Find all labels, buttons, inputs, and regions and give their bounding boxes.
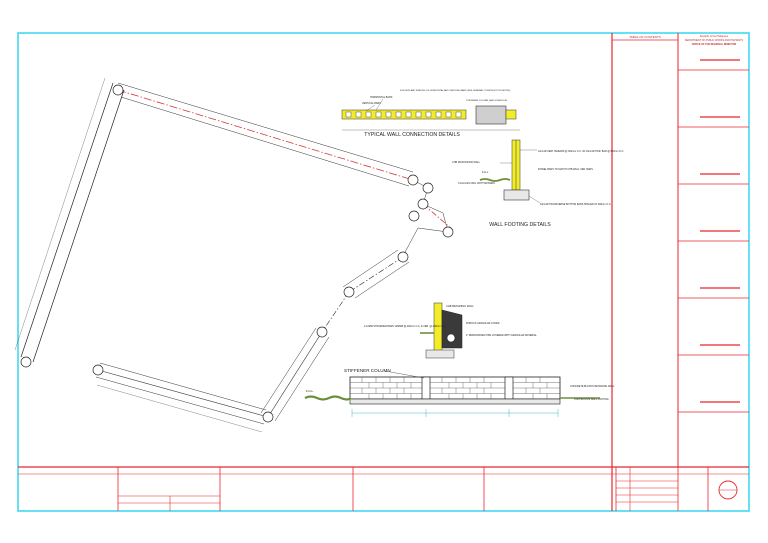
grid-bubble <box>442 226 454 238</box>
block-joints <box>361 377 548 399</box>
stiffener-column <box>421 376 431 400</box>
chb-wall-label: CHB 150X150X400 WALL <box>452 161 481 164</box>
grid-bubble <box>407 174 419 186</box>
stiffener-spec-label: 2-10MM STIFFENER BARS 12MMØ @ 400mm O.C.… <box>364 325 447 328</box>
stiffener-column-section <box>475 105 507 125</box>
grid-bubble <box>417 198 429 210</box>
wall-elevation: STIFFENER COLUMN F.G.L. CONCRETE BLOCKS … <box>304 368 615 417</box>
wall-connection-title: TYPICAL WALL CONNECTION DETAILS <box>364 132 460 138</box>
elevation-fgl-label: F.G.L. <box>306 389 314 393</box>
grid-bubble <box>408 210 420 222</box>
footing-base <box>503 189 530 201</box>
grid-bubble <box>316 326 328 338</box>
porous-cover-label: POROUS GRANULAR COVER <box>466 322 500 325</box>
stiffener-column-label: STIFFENER COLUMN (SEE SCHEDULE) <box>466 100 507 102</box>
sheet-border <box>17 32 750 512</box>
grid-bubble <box>112 84 124 96</box>
size-spacing-note: FOR SIZE AND SPACING OF HORIZONTAL AND V… <box>400 89 511 92</box>
grid-bubble <box>343 286 355 298</box>
plan-wall-outer <box>20 82 114 358</box>
agency-block: Republic of the Philippines DEPARTMENT O… <box>685 35 744 46</box>
agency-line2: DEPARTMENT OF PUBLIC WORKS AND HIGHWAYS <box>685 39 744 42</box>
grid-bubble <box>20 356 32 368</box>
agency-line1: Republic of the Philippines <box>700 35 729 38</box>
retaining-wall-section: CHB RETAINING WALL POROUS GRANULAR COVER… <box>364 302 537 359</box>
perforated-pipe-label: 4" PERFORATED PIPE COVERED WITH GRANULAR… <box>466 334 537 337</box>
horizontal-bars-label: HORIZONTAL BARS <box>370 96 393 99</box>
right-sidebar: TABLE OF CONTENTS Republic of the Philip… <box>611 33 749 511</box>
grid-bubble <box>262 411 274 423</box>
concrete-blocks-label: CONCRETE BLOCKS RETAINING WALL <box>570 385 615 388</box>
stiffener-column-title: STIFFENER COLUMN <box>344 368 391 373</box>
footing-title: WALL FOOTING DETAILS <box>489 222 551 228</box>
grid-bubble <box>92 364 104 376</box>
retaining-wall-title: CHB RETAINING WALL <box>446 304 474 308</box>
perforated-pipe-icon <box>446 333 456 343</box>
wall-footing-detail: WALL FOOTING DETAILS 12mmØ VERT. REBARS … <box>452 139 624 228</box>
grid-bubble <box>422 182 434 194</box>
dowel-bars-label: DOWEL BARS TO MATCH CHB WALL VER. BARS <box>538 168 593 171</box>
long-bars-label: 3-10mmØ LONG. BOTTOM BARS <box>458 182 495 185</box>
fgl-label: F.G.L. <box>482 170 489 174</box>
vertical-bars-label: VERTICAL BARS <box>362 102 381 105</box>
plan-centerline-top <box>117 89 414 181</box>
sidebar-header: TABLE OF CONTENTS <box>629 35 661 39</box>
transverse-label: 10mmØ TRANSVERSE BOTTOM BARS SPACED AT 2… <box>540 203 612 206</box>
vert-rebars-label: 12mmØ VERT. REBARS @ 600mm O.C. W/ 10mmØ… <box>538 150 624 153</box>
site-plan <box>14 77 454 433</box>
stiffener-column <box>504 376 514 400</box>
wall-connection-detail: TYPICAL WALL CONNECTION DETAILS HORIZONT… <box>341 89 520 138</box>
ground-line <box>304 395 352 401</box>
agency-line3: OFFICE OF THE REGIONAL DIRECTOR <box>692 43 737 46</box>
continuous-footing-label: CONTINUOUS WALL FOOTING <box>574 398 609 401</box>
title-block <box>18 466 749 511</box>
grid-bubble <box>397 251 409 263</box>
